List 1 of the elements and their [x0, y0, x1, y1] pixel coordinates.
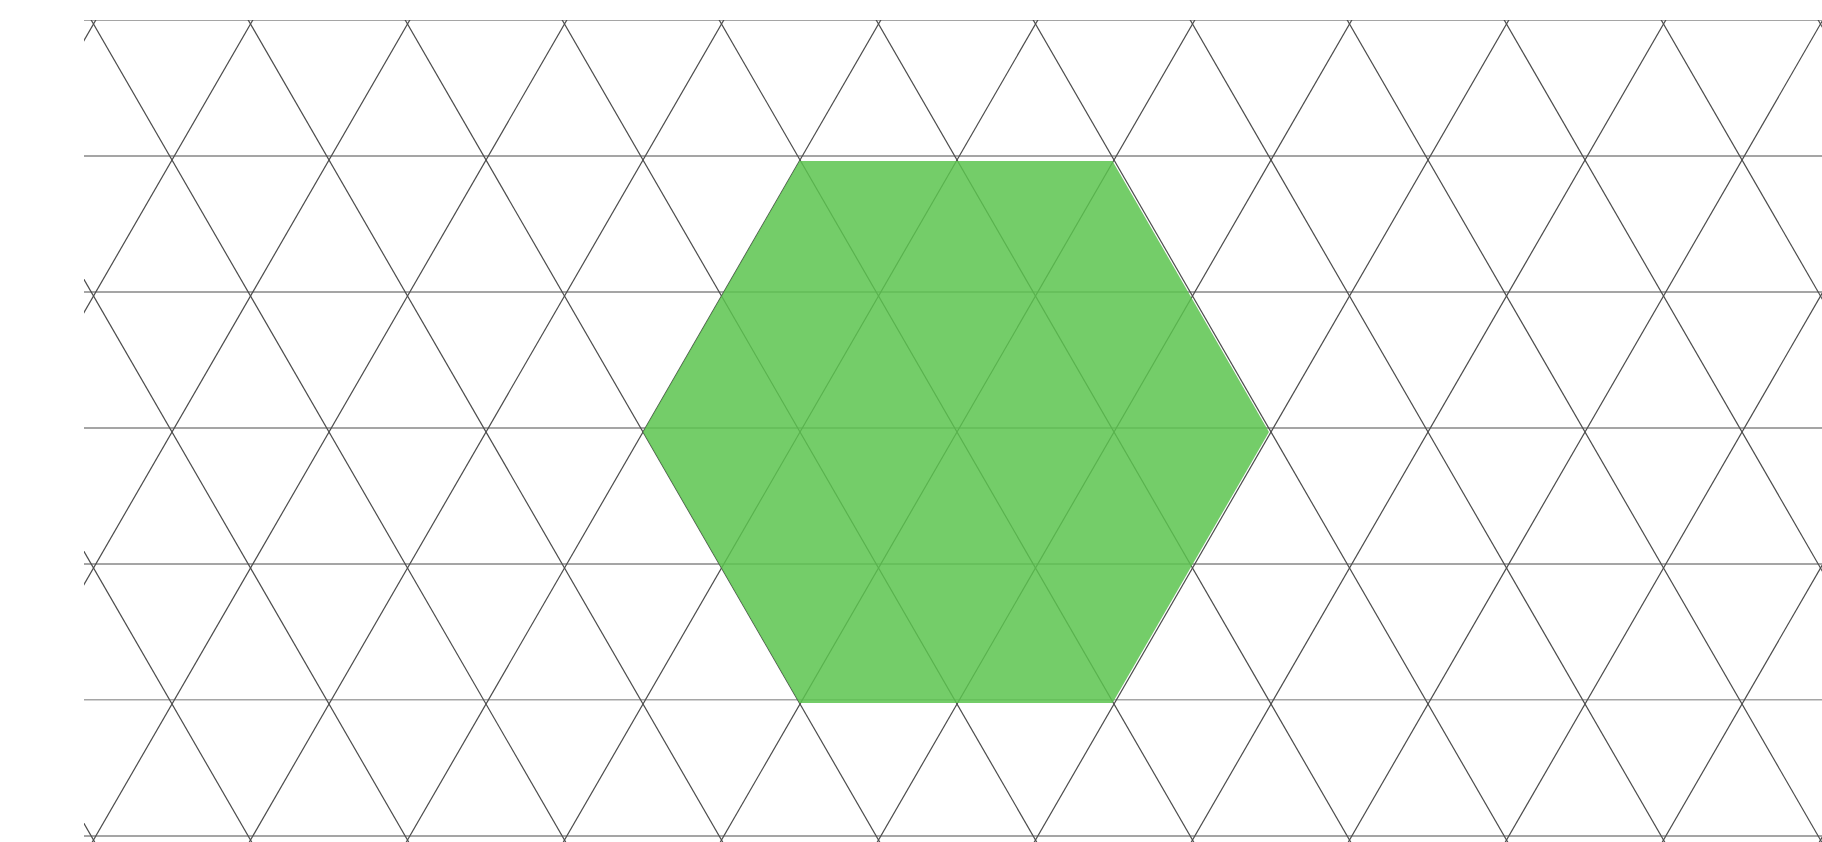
hexagon-tile — [643, 160, 1269, 704]
